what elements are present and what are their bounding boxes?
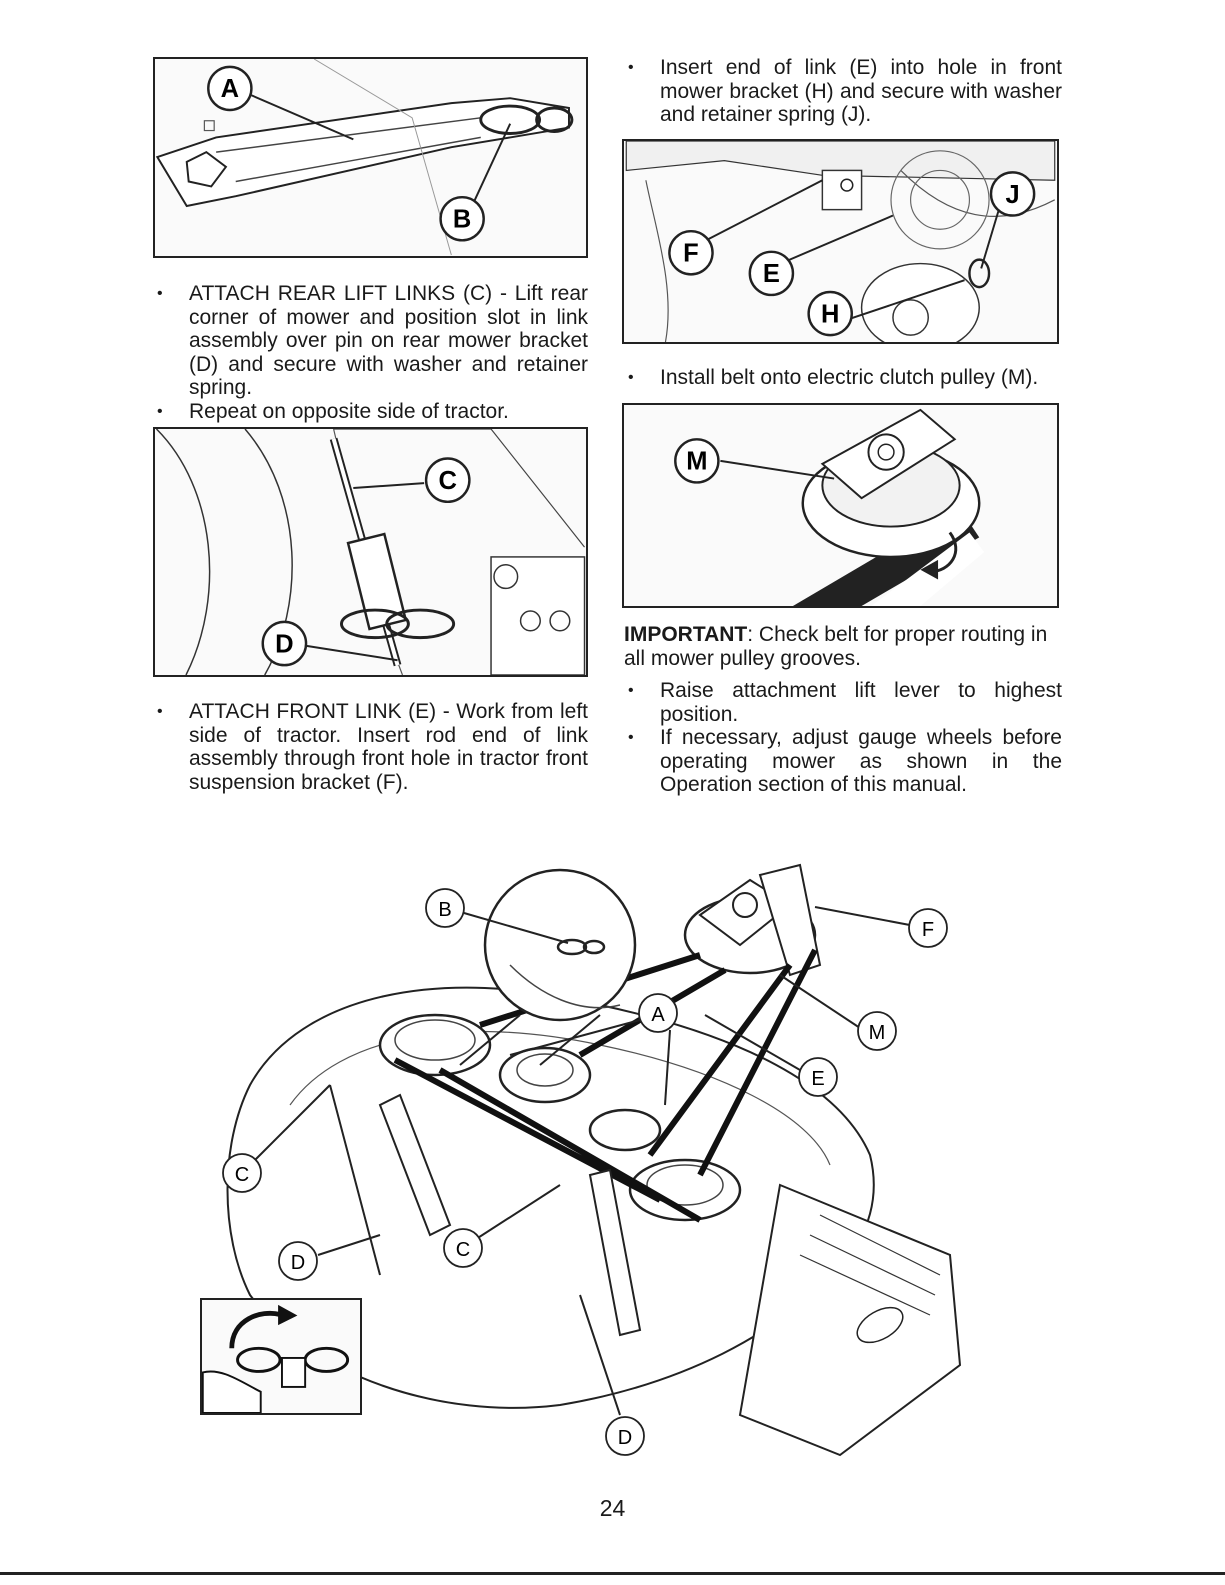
deck-callout-e: E	[811, 1068, 824, 1090]
install-belt-instruction: Install belt onto electric clutch pulley…	[624, 366, 1062, 390]
clutch-pulley-illustration: M	[674, 408, 985, 606]
page-number: 24	[599, 1495, 626, 1521]
callout-f: F	[683, 240, 699, 268]
figure-front-bracket: F E J H	[622, 139, 1059, 344]
deck-callout-b: B	[438, 899, 451, 921]
mower-deck-illustration: B F A M E C C D D	[222, 863, 962, 1457]
figure-rear-link-c-d: C D	[153, 427, 588, 677]
deck-callout-a: A	[651, 1004, 665, 1026]
bottom-rule	[0, 1572, 1225, 1575]
bullet-attach-front-link: ATTACH FRONT LINK (E) - Work from left s…	[153, 700, 588, 794]
deck-callout-m: M	[869, 1022, 886, 1044]
important-text: : Check belt for proper routing in all m…	[624, 623, 1048, 670]
link-a-b-illustration: A B	[155, 59, 574, 256]
deck-callout-c-left: C	[235, 1164, 249, 1186]
callout-m: M	[686, 448, 707, 476]
insert-link-instruction: Insert end of link (E) into hole in fron…	[624, 56, 1062, 127]
deck-callout-c-center: C	[456, 1239, 470, 1261]
figure-clutch-pulley: M	[622, 403, 1059, 608]
figure-retainer-spring-inset	[200, 1298, 362, 1415]
bullet-adjust-gauge-wheels: If necessary, adjust gauge wheels before…	[624, 726, 1062, 797]
figure-mower-deck: B F A M E C C D D	[180, 855, 980, 1475]
callout-e: E	[763, 260, 780, 288]
bullet-repeat-opposite: Repeat on opposite side of tractor.	[153, 400, 588, 424]
rear-lift-instructions: ATTACH REAR LIFT LINKS (C) - Lift rear c…	[153, 282, 588, 423]
bullet-install-belt: Install belt onto electric clutch pulley…	[624, 366, 1062, 390]
front-link-instructions: ATTACH FRONT LINK (E) - Work from left s…	[153, 700, 588, 794]
deck-callout-f: F	[922, 919, 934, 941]
callout-b: B	[453, 206, 471, 234]
retainer-spring-illustration	[202, 1304, 350, 1413]
deck-callout-d-left: D	[291, 1252, 305, 1274]
important-label: IMPORTANT	[624, 623, 748, 646]
callout-c: C	[439, 467, 457, 495]
bullet-insert-link-e: Insert end of link (E) into hole in fron…	[624, 56, 1062, 127]
front-bracket-illustration: F E J H	[625, 141, 1056, 342]
final-steps: Raise attachment lift lever to highest p…	[624, 679, 1062, 797]
bullet-attach-rear-links: ATTACH REAR LIFT LINKS (C) - Lift rear c…	[153, 282, 588, 400]
rear-link-illustration: C D	[155, 429, 586, 675]
callout-d: D	[275, 630, 293, 658]
figure-link-a-b: A B	[153, 57, 588, 258]
callout-h: H	[821, 300, 839, 328]
callout-j: J	[1005, 181, 1019, 209]
important-note: IMPORTANT: Check belt for proper routing…	[624, 623, 1062, 671]
deck-callout-d-bottom: D	[618, 1427, 632, 1449]
callout-a: A	[221, 75, 239, 103]
bullet-raise-lever: Raise attachment lift lever to highest p…	[624, 679, 1062, 726]
